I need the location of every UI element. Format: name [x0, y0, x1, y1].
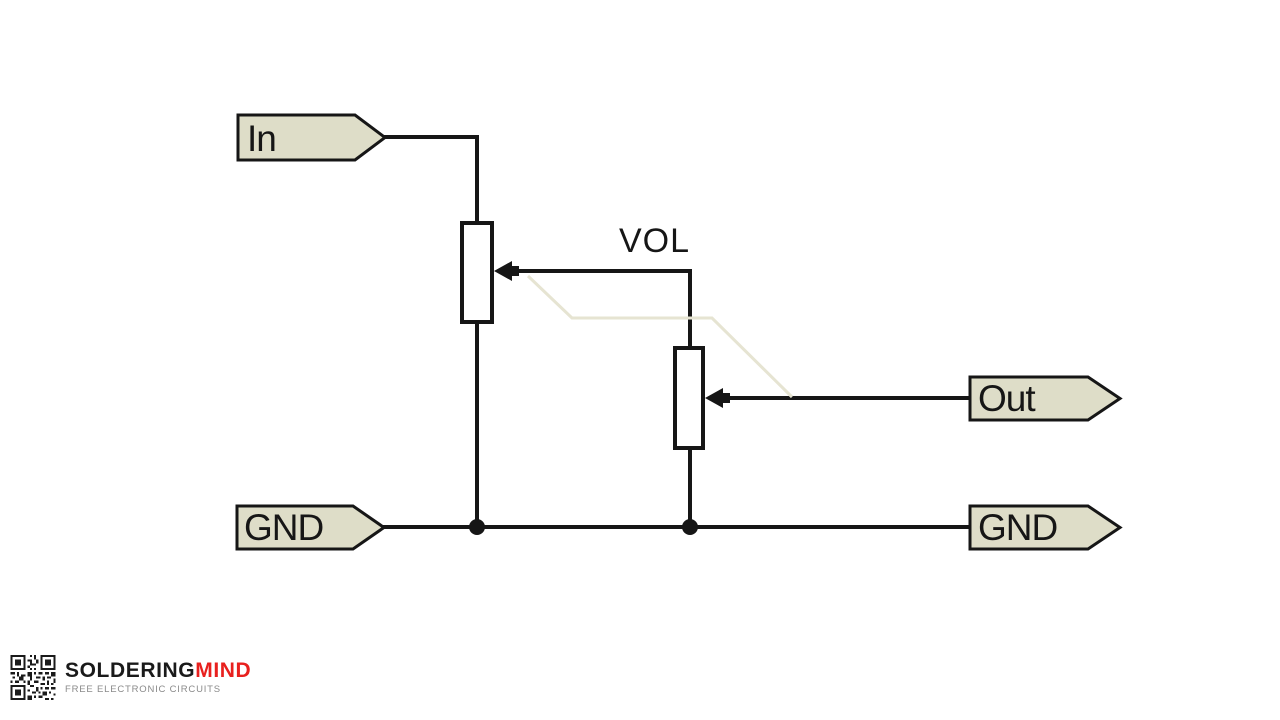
terminal-tag-gnd-right: GND	[968, 504, 1123, 551]
junction-dot-2	[682, 519, 698, 535]
wiper-arrow-1	[494, 261, 519, 281]
wiper-arrow-2	[705, 388, 730, 408]
brand-name-secondary: MIND	[195, 658, 252, 682]
brand-tagline: FREE ELECTRONIC CIRCUITS	[65, 683, 221, 695]
vol-label: VOL	[619, 222, 690, 260]
terminal-tag-out: Out	[968, 375, 1123, 422]
terminal-tag-in-shape	[236, 113, 388, 162]
brand-name-primary: SOLDERING	[65, 658, 196, 682]
qr-code-icon	[10, 654, 56, 700]
gang-link-line	[526, 274, 794, 399]
terminal-tag-gnd-left: GND	[235, 504, 387, 551]
junction-dot-1	[469, 519, 485, 535]
brand-name: SOLDERINGMIND	[65, 658, 252, 682]
terminal-label-gnd-left: GND	[244, 507, 323, 548]
brand-footer: SOLDERINGMIND FREE ELECTRONIC CIRCUITS	[10, 652, 251, 702]
potentiometer-2-body	[673, 346, 705, 450]
terminal-tag-in: In	[236, 113, 388, 162]
brand-text-block: SOLDERINGMIND FREE ELECTRONIC CIRCUITS	[65, 658, 252, 695]
terminal-tag-gnd-left-shape	[235, 504, 387, 551]
terminal-label-gnd-right: GND	[978, 507, 1057, 548]
terminal-label-out: Out	[978, 378, 1036, 419]
potentiometer-1-body	[460, 221, 494, 324]
terminal-tag-out-shape	[968, 375, 1123, 422]
terminal-tag-gnd-right-shape	[968, 504, 1123, 551]
wire-wiper1-to-pot2	[510, 269, 692, 350]
wire-in-to-pot1	[383, 135, 479, 225]
terminal-label-in: In	[247, 118, 276, 159]
